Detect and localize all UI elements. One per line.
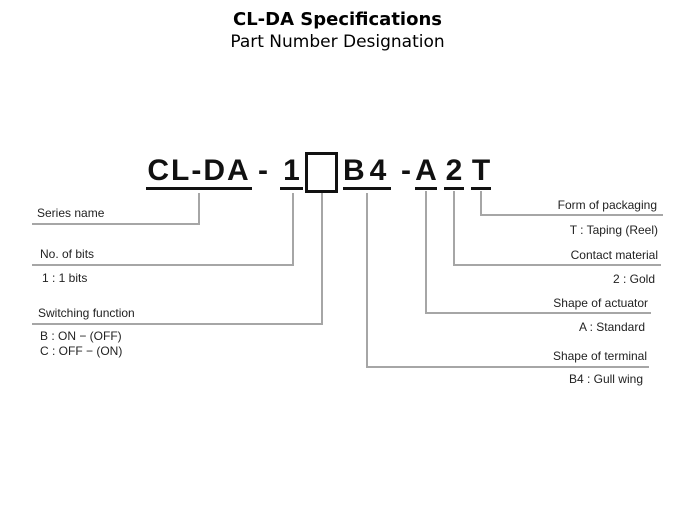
form-of-packaging-hline [480,214,663,216]
value-switching-function-c: C : OFF − (ON) [40,344,123,358]
label-contact-material: Contact material [570,248,658,262]
page-subtitle: Part Number Designation [230,32,445,52]
switching-function-hline [32,323,323,325]
value-switching-function-b: B : ON − (OFF) [40,329,122,343]
part-segment-actuator: A [415,153,437,190]
part-segment-contact: 2 [444,153,464,190]
label-no-of-bits: No. of bits [40,247,95,261]
switching-function-vline [321,193,323,325]
part-segment-packaging: T [471,153,491,190]
part-separator-1: - [258,154,268,187]
shape-of-actuator-hline [425,312,651,314]
label-shape-of-actuator: Shape of actuator [553,296,648,310]
form-of-packaging-vline [480,191,482,216]
label-series-name: Series name [37,206,105,220]
part-segment-bits: 1 [280,153,303,190]
part-segment-terminal: B4 [343,153,391,190]
label-switching-function: Switching function [38,306,135,320]
shape-of-actuator-vline [425,191,427,314]
part-segment-series: CL-DA [146,153,252,190]
series-name-vline [198,193,200,225]
value-contact-material: 2 : Gold [612,272,655,286]
value-form-of-packaging: T : Taping (Reel) [569,223,658,237]
value-shape-of-terminal: B4 : Gull wing [568,372,643,386]
part-separator-2: - [401,154,411,187]
value-shape-of-actuator: A : Standard [578,320,645,334]
label-shape-of-terminal: Shape of terminal [552,349,647,363]
no-of-bits-vline [292,193,294,266]
switching-function-box [305,152,338,193]
page-title: CL-DA Specifications [232,9,442,30]
label-form-of-packaging: Form of packaging [557,198,657,212]
shape-of-terminal-hline [366,366,649,368]
no-of-bits-hline [32,264,294,266]
series-name-hline [32,223,200,225]
contact-material-vline [453,191,455,266]
value-no-of-bits: 1 : 1 bits [42,271,88,285]
shape-of-terminal-vline [366,193,368,368]
contact-material-hline [453,264,661,266]
